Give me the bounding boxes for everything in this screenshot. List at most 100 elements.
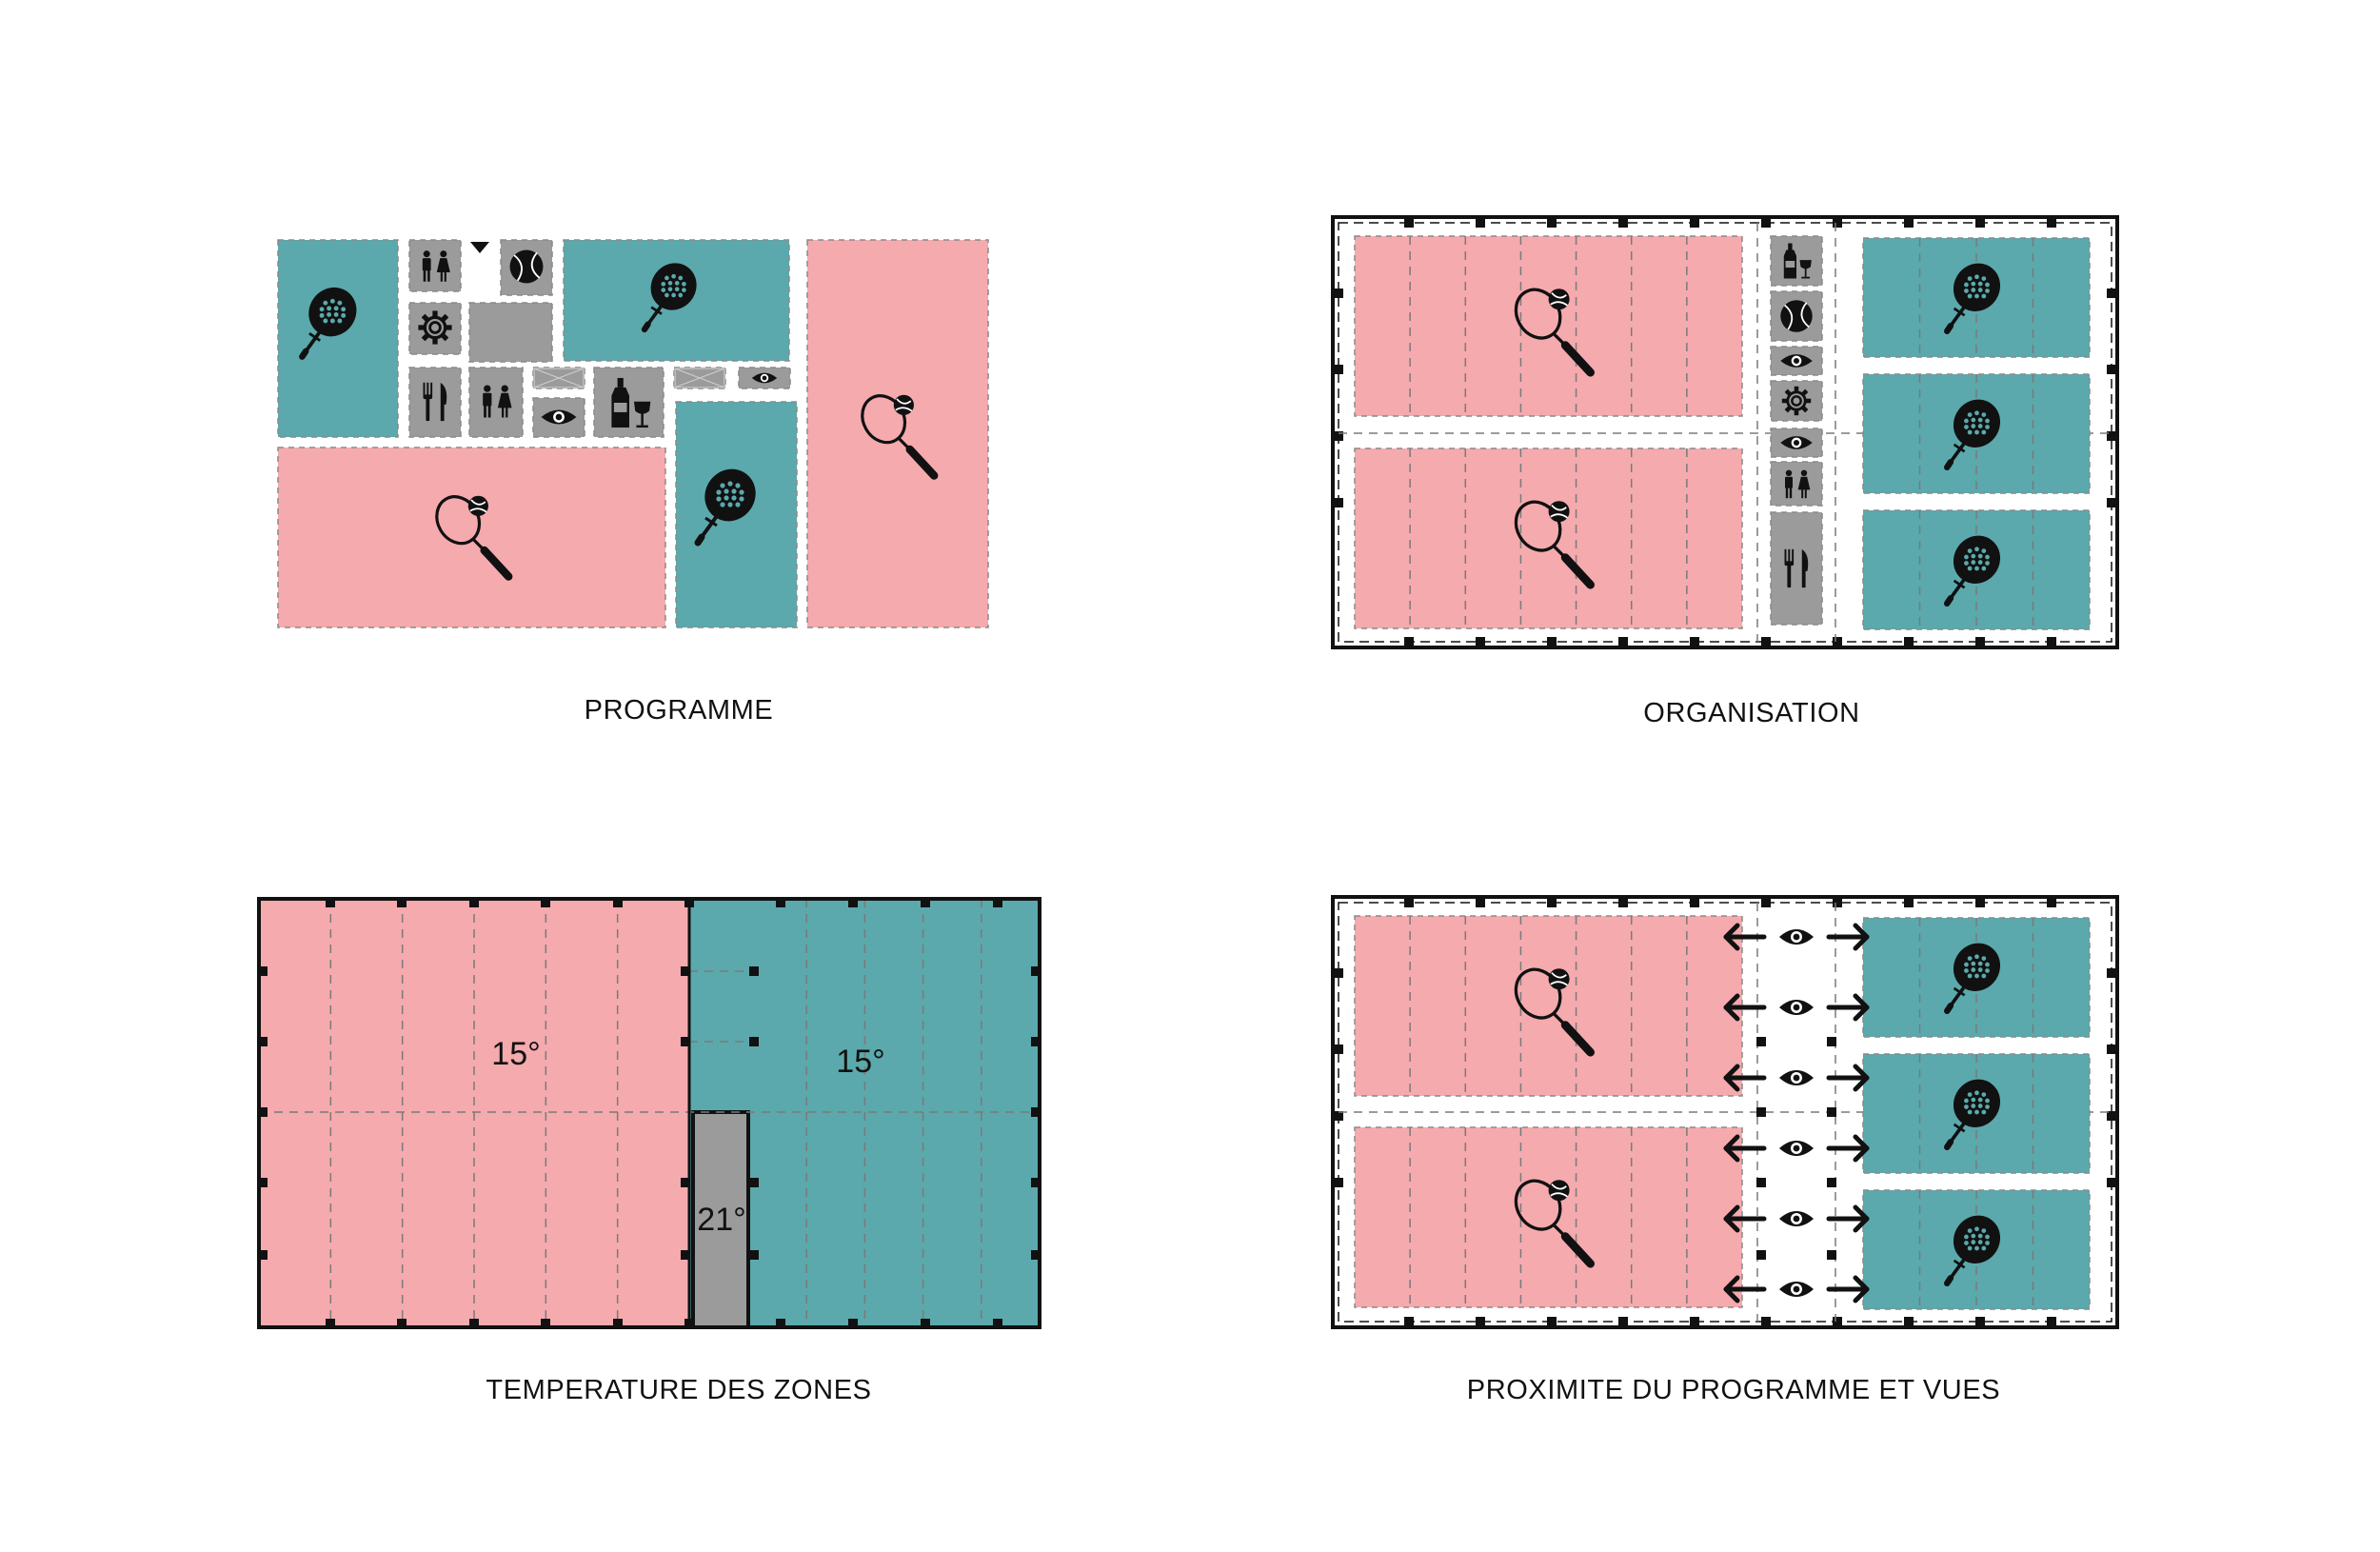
column-post [469, 898, 479, 907]
column-post [1334, 968, 1343, 978]
column-post [1547, 637, 1557, 647]
tennis-zone [806, 239, 989, 628]
column-post [1618, 1317, 1628, 1326]
column-post [1334, 289, 1343, 298]
column-post [1618, 218, 1628, 228]
column-post [2107, 968, 2116, 978]
column-post [1904, 898, 1914, 907]
view-arrows-eye-icon [1726, 1278, 1867, 1301]
column-post [1031, 1178, 1041, 1187]
column-post [684, 898, 694, 907]
column-post [1334, 365, 1343, 374]
column-post [2107, 1045, 2116, 1054]
service-zone [691, 1110, 750, 1329]
column-post [1547, 218, 1557, 228]
column-post [1404, 1317, 1414, 1326]
service-block [1770, 461, 1823, 507]
tennis-ball-icon [508, 249, 545, 285]
column-post [1833, 637, 1842, 647]
column-post [1031, 1107, 1041, 1117]
column-post [541, 1319, 550, 1328]
tennis-court [1354, 1126, 1743, 1308]
proximity-diagram [1331, 895, 2119, 1329]
column-post [1476, 1317, 1485, 1326]
column-post [2107, 365, 2116, 374]
column-post [848, 898, 858, 907]
column-post [749, 966, 759, 976]
column-post [2047, 637, 2056, 647]
column-post [681, 1250, 690, 1260]
column-post [1827, 1037, 1836, 1046]
building-outline [1331, 895, 2119, 1329]
tennis-court [1354, 915, 1743, 1097]
column-post [469, 1319, 479, 1328]
column-post [2107, 498, 2116, 507]
gear-icon [1780, 385, 1813, 417]
column-post [1547, 898, 1557, 907]
column-post [1476, 637, 1485, 647]
column-post [1031, 1037, 1041, 1046]
service-block [468, 367, 524, 438]
column-post [2107, 431, 2116, 441]
column-post [1833, 898, 1842, 907]
column-post [993, 1319, 1002, 1328]
column-post [776, 1319, 785, 1328]
service-block [1770, 511, 1823, 626]
column-post [681, 1178, 690, 1187]
entrance-marker [470, 242, 489, 253]
column-post [1756, 1250, 1766, 1260]
column-post [1031, 1250, 1041, 1260]
service-block [532, 397, 585, 438]
column-post [1756, 1178, 1766, 1187]
temperature-label-padel: 15° [836, 1044, 884, 1080]
column-post [1833, 218, 1842, 228]
column-post [2047, 218, 2056, 228]
column-post [1618, 637, 1628, 647]
column-post [326, 898, 335, 907]
column-post [921, 898, 930, 907]
temperature-label-service: 21° [697, 1202, 745, 1238]
view-arrows-eye-icon [1726, 1137, 1867, 1160]
service-block [408, 367, 462, 438]
column-post [1690, 218, 1699, 228]
column-post [1756, 1107, 1766, 1117]
column-post [1031, 966, 1041, 976]
column-post [258, 1178, 268, 1187]
gear-icon [417, 309, 453, 346]
organisation-caption: ORGANISATION [1643, 698, 1860, 728]
programme-diagram [277, 239, 989, 628]
column-post [1404, 637, 1414, 647]
column-post [1975, 1317, 1985, 1326]
padel-zone [277, 239, 399, 438]
column-post [993, 898, 1002, 907]
column-post [2107, 1111, 2116, 1121]
column-post [1334, 498, 1343, 507]
column-post [1904, 218, 1914, 228]
column-post [326, 1319, 335, 1328]
organisation-diagram [1331, 215, 2119, 649]
column-post [1690, 637, 1699, 647]
column-post [681, 966, 690, 976]
temperature-diagram: 15°15°21° [257, 897, 1041, 1329]
column-post [258, 1107, 268, 1117]
column-post [1334, 1178, 1343, 1187]
column-post [1547, 1317, 1557, 1326]
column-post [1690, 898, 1699, 907]
column-post [2107, 289, 2116, 298]
column-post [1761, 218, 1771, 228]
service-block [408, 239, 462, 292]
column-post [1833, 1317, 1842, 1326]
view-arrows-eye-icon [1726, 925, 1867, 948]
proximity-caption: PROXIMITE DU PROGRAMME ET VUES [1466, 1375, 2001, 1405]
column-post [1334, 1111, 1343, 1121]
column-post [1904, 1317, 1914, 1326]
column-post [2047, 1317, 2056, 1326]
column-post [613, 898, 623, 907]
column-post [1904, 637, 1914, 647]
column-post [1334, 1045, 1343, 1054]
column-post [1975, 218, 1985, 228]
column-post [1476, 898, 1485, 907]
programme-caption: PROGRAMME [584, 695, 774, 726]
column-post [258, 1037, 268, 1046]
column-post [749, 1178, 759, 1187]
